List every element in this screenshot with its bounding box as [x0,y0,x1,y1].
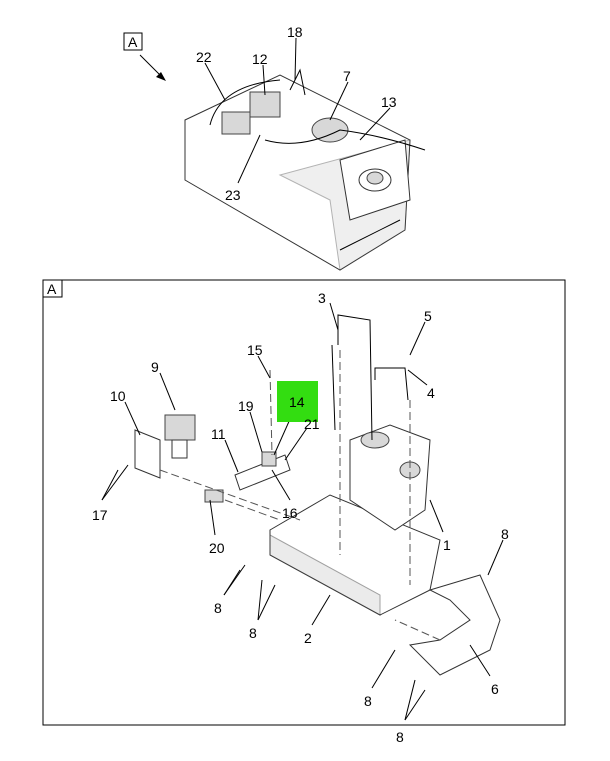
callout-7: 7 [343,68,351,84]
callout-9: 9 [151,359,159,375]
callout-2: 2 [304,630,312,646]
callout-8: 8 [396,729,404,745]
callout-8: 8 [501,526,509,542]
callout-23: 23 [225,187,241,203]
callout-19: 19 [238,398,254,414]
callout-8: 8 [364,693,372,709]
callout-15: 15 [247,342,263,358]
top-assembly-illustration: A [123,32,426,271]
callout-14: 14 [289,394,305,410]
view-label-box [123,32,143,51]
callout-8: 8 [214,600,222,616]
callout-3: 3 [318,290,326,306]
callout-4: 4 [427,385,435,401]
callout-18: 18 [287,24,303,40]
callout-21: 21 [304,416,320,432]
callout-8: 8 [249,625,257,641]
callout-1: 1 [443,537,451,553]
detail-label: A [47,281,57,297]
detail-label-box [42,279,63,298]
callout-22: 22 [196,49,212,65]
callout-13: 13 [381,94,397,110]
view-label: A [128,34,138,50]
highlighted-part-marker[interactable] [277,381,318,422]
callout-11: 11 [211,426,226,442]
callout-20: 20 [209,540,225,556]
callout-10: 10 [110,388,126,404]
callout-6: 6 [491,681,499,697]
view-arrow-head-icon [156,72,166,81]
detail-frame [42,279,566,726]
detail-illustration [101,302,504,721]
callout-16: 16 [282,505,298,521]
callout-12: 12 [252,51,268,67]
callout-5: 5 [424,308,432,324]
callout-17: 17 [92,507,108,523]
